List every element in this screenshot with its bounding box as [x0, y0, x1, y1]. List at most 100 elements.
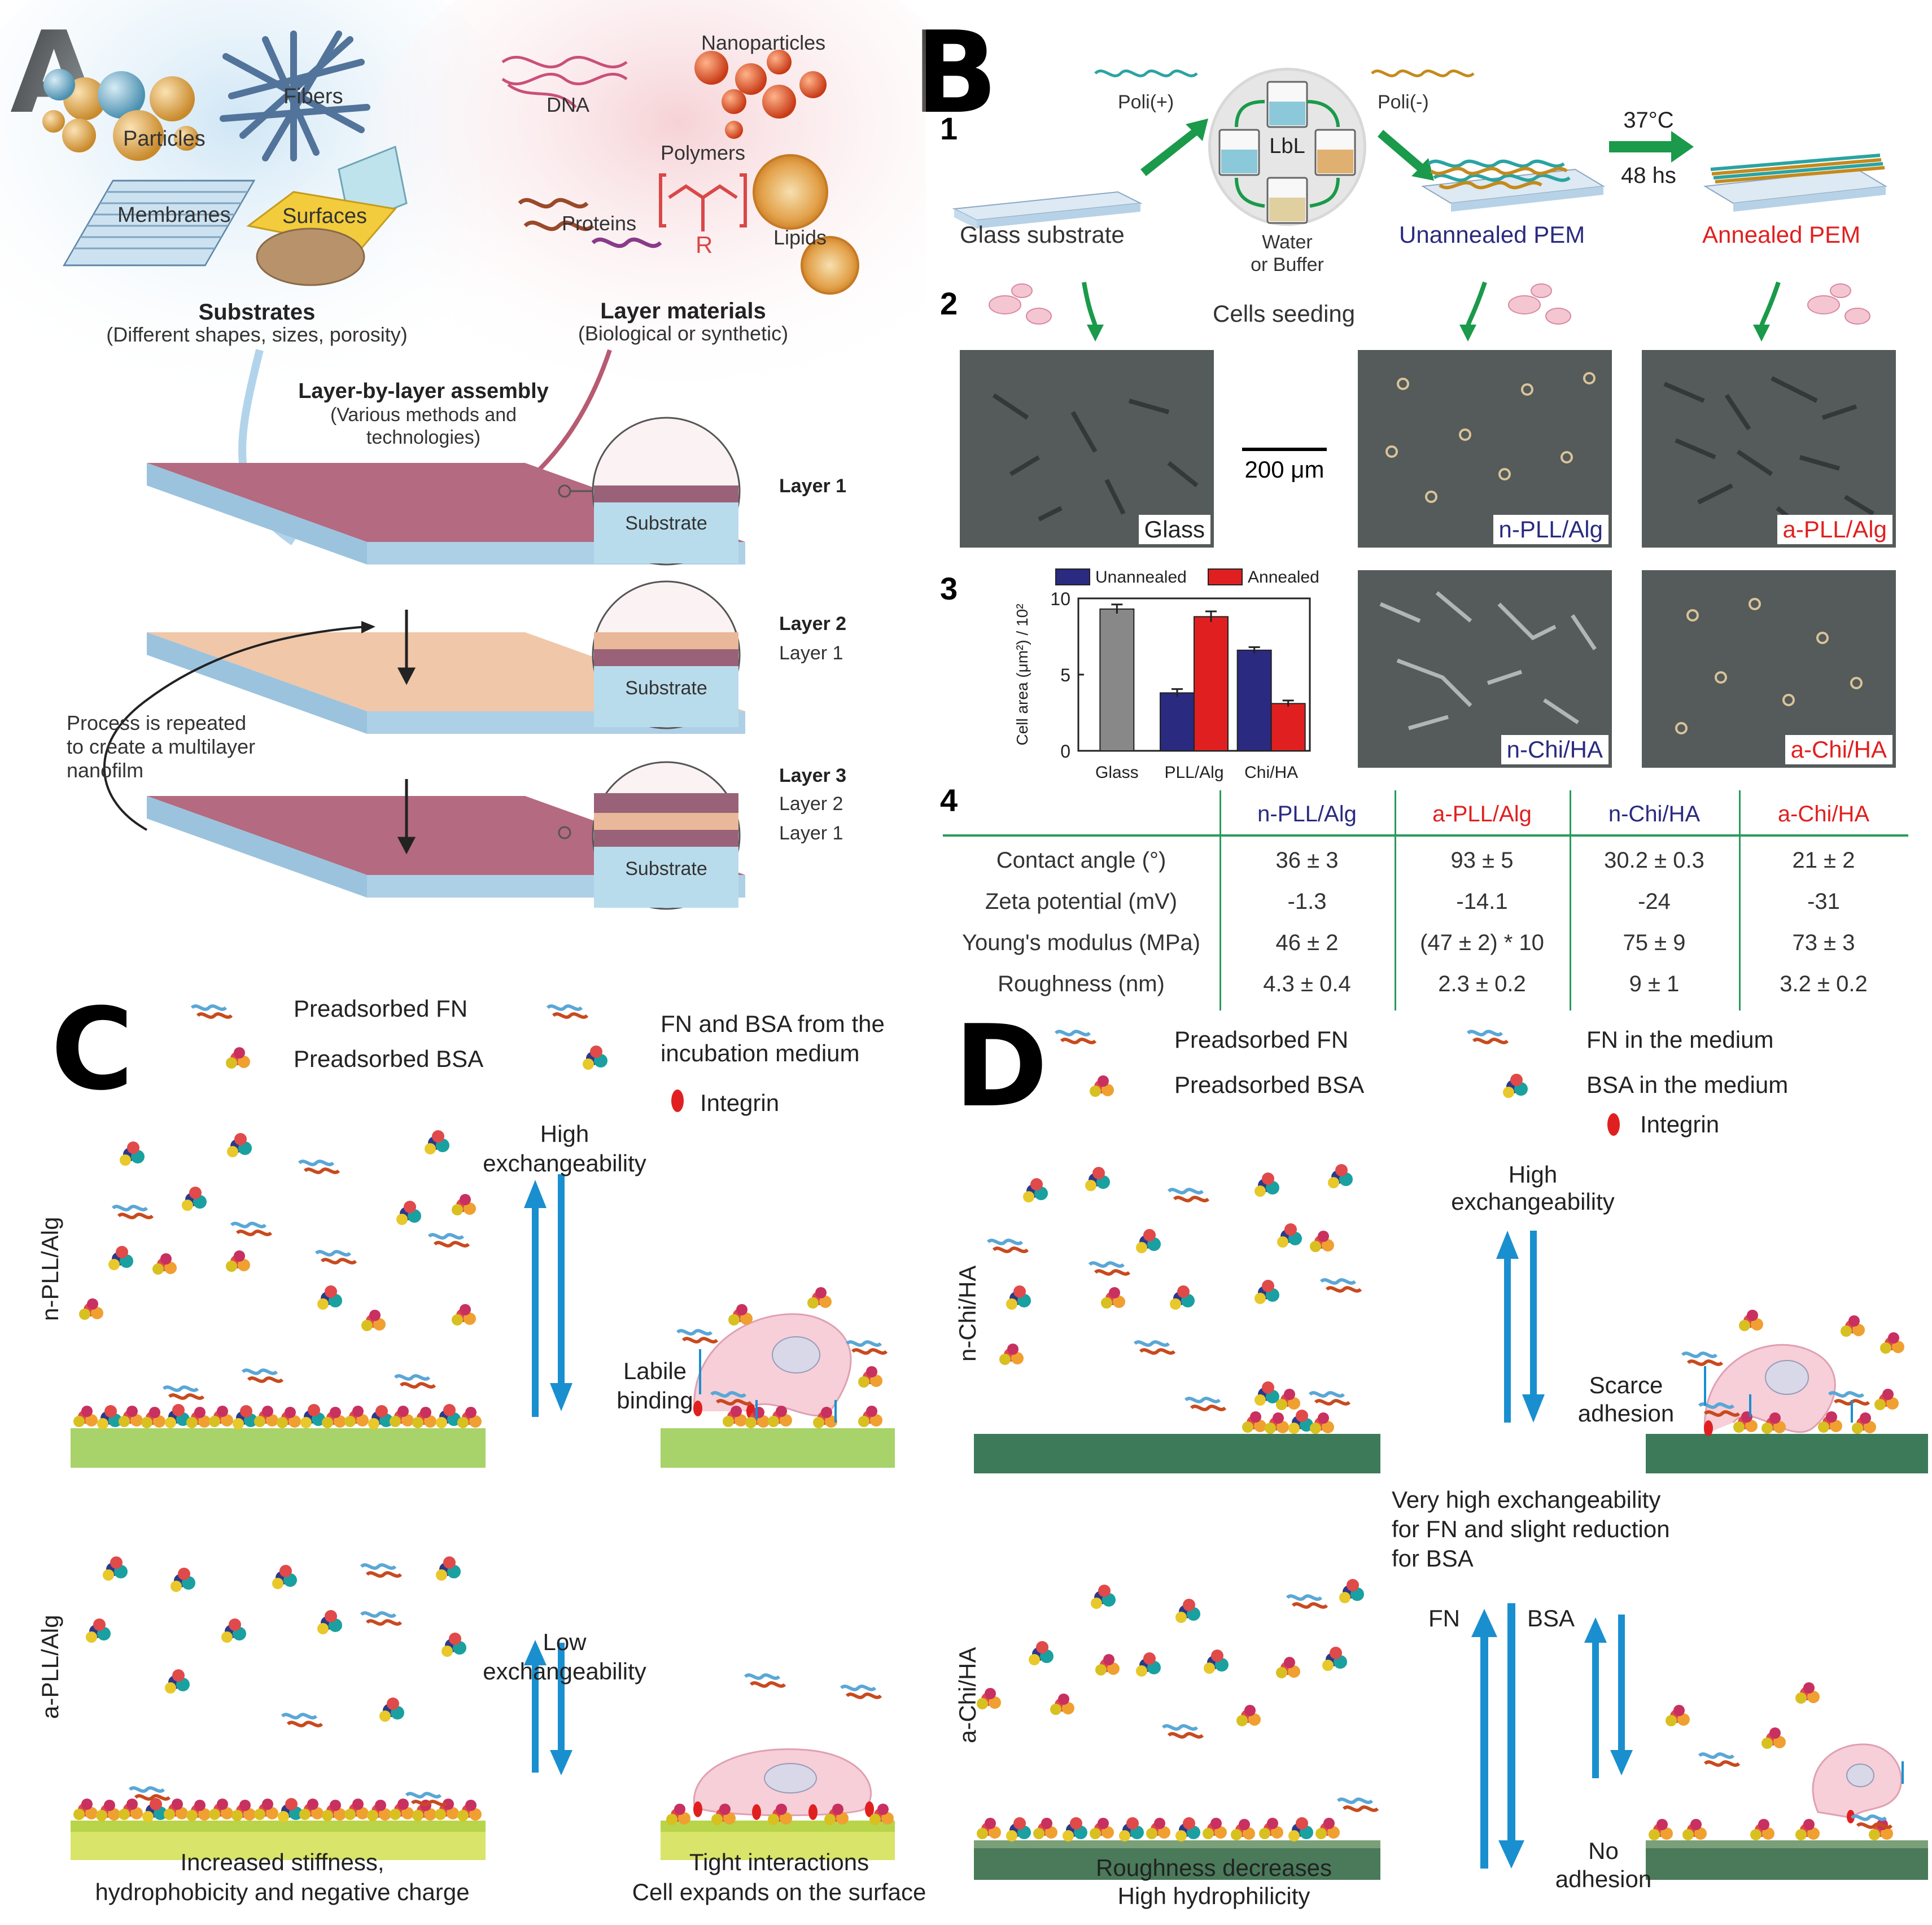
d-high-exchange-1: High — [1508, 1161, 1558, 1188]
micrograph-tag-npll: n-PLL/Alg — [1493, 515, 1608, 544]
panel-label-c: C — [51, 984, 134, 1115]
legend-swatch — [1055, 568, 1090, 585]
label-poli-positive: Poli(+) — [1118, 91, 1174, 113]
c-bottom-right-1: Tight interactions — [689, 1849, 869, 1875]
legend-d-fn-medium: FN in the medium — [1586, 1026, 1774, 1053]
c-bottom-left-1: Increased stiffness, — [180, 1849, 384, 1875]
micrograph-nchi: n-Chi/HA — [1358, 570, 1612, 768]
process-text-2: to create a multilayer — [67, 735, 256, 758]
label-water: Water — [1262, 231, 1313, 253]
bar — [1236, 649, 1272, 751]
substrate-label-1: Substrate — [625, 513, 707, 534]
table-cell: 93 ± 5 — [1450, 848, 1514, 873]
d-scarce-1: Scarce — [1589, 1372, 1663, 1398]
table-row-label: Contact angle (°) — [996, 848, 1166, 873]
label-membranes: Membranes — [117, 203, 231, 227]
layer1-label-slab3: Layer 1 — [779, 823, 843, 844]
legend-label: Unannealed — [1095, 568, 1187, 587]
row-label-apll: a-PLL/Alg — [37, 1615, 63, 1719]
chart-bars: Glass PLL/Alg Chi/HA — [1095, 603, 1306, 782]
magnifier-3 — [558, 761, 741, 910]
panel-c-illustration — [71, 982, 895, 1860]
legend-label: Annealed — [1248, 568, 1319, 587]
d-arrow-fn-label: FN — [1428, 1605, 1460, 1631]
label-lipids: Lipids — [773, 226, 827, 249]
c-labile-2: binding — [617, 1387, 693, 1414]
bar — [1160, 692, 1195, 751]
x-tick-label: PLL/Alg — [1164, 763, 1223, 782]
x-tick-label: Glass — [1095, 763, 1139, 782]
d-arrow-bsa-label: BSA — [1527, 1605, 1575, 1631]
lbl-assembly-title: Layer-by-layer assembly — [298, 379, 549, 403]
layer-materials-subtitle: (Biological or synthetic) — [578, 322, 789, 345]
scale-bar — [1242, 448, 1327, 451]
label-polymer-r: R — [696, 231, 713, 258]
d-no-adhesion-1: No — [1588, 1838, 1619, 1864]
properties-table: n-PLL/Alg a-PLL/Alg n-Chi/HA a-Chi/HA Co… — [943, 790, 1908, 1010]
c-bottom-left-2: hydrophobicity and negative charge — [95, 1879, 470, 1905]
x-tick-label: Chi/HA — [1244, 763, 1298, 782]
d-bottom-2: High hydrophilicity — [1117, 1883, 1310, 1909]
table-col-rule-3 — [1570, 790, 1571, 1010]
step-1: 1 — [940, 111, 958, 146]
legend-c-preadsorbed-fn: Preadsorbed FN — [294, 995, 468, 1022]
label-unannealed-pem: Unannealed PEM — [1399, 221, 1585, 248]
legend-swatch — [1208, 568, 1243, 585]
micrograph-apll: a-PLL/Alg — [1642, 350, 1896, 548]
process-text-1: Process is repeated — [67, 711, 247, 734]
label-annealed-pem: Annealed PEM — [1702, 221, 1861, 248]
c-high-exchange-1: High — [540, 1121, 589, 1147]
micrograph-nchi-cells — [1379, 591, 1597, 730]
panel-d-illustration — [974, 1005, 1928, 1880]
table-cell: -14.1 — [1456, 889, 1508, 914]
layer3-label-slab3: Layer 3 — [779, 765, 847, 786]
table-row-label: Zeta potential (mV) — [985, 889, 1178, 914]
micrograph-tag-achi: a-Chi/HA — [1785, 735, 1892, 764]
d-high-exchange-2: exchangeability — [1451, 1188, 1615, 1215]
layer2-label-slab2: Layer 2 — [779, 613, 847, 635]
table-col-rule-2 — [1395, 790, 1396, 1010]
table-header-nchi: n-Chi/HA — [1608, 802, 1701, 826]
table-cell: 73 ± 3 — [1792, 930, 1855, 955]
row-label-nchi: n-Chi/HA — [954, 1265, 981, 1362]
y-tick-label: 5 — [1060, 665, 1070, 685]
table-cell: 30.2 ± 0.3 — [1604, 848, 1704, 873]
d-bottom-1: Roughness decreases — [1096, 1854, 1332, 1881]
table-cell: -1.3 — [1287, 889, 1327, 914]
panel-label-b: B — [912, 7, 998, 139]
legend-c-integrin: Integrin — [700, 1090, 780, 1116]
table-cell: 46 ± 2 — [1275, 930, 1339, 955]
legend-c-medium-1: FN and BSA from the — [661, 1010, 885, 1037]
label-cells-seeding: Cells seeding — [1213, 300, 1356, 327]
micrograph-tag-glass: Glass — [1138, 515, 1210, 544]
table-row-label: Roughness (nm) — [998, 972, 1165, 996]
label-temperature: 37°C — [1623, 108, 1674, 133]
step-4: 4 — [940, 782, 958, 818]
panel-a-illustration — [0, 0, 926, 910]
label-fibers: Fibers — [283, 85, 343, 108]
table-header-npll: n-PLL/Alg — [1257, 802, 1357, 826]
table-cell: 36 ± 3 — [1275, 848, 1339, 873]
table-cell: 9 ± 1 — [1629, 972, 1680, 996]
bar — [1194, 616, 1229, 752]
c-labile-1: Labile — [623, 1358, 687, 1384]
panel-b-process-diagram — [952, 68, 1888, 342]
protein-layer-upper — [73, 1370, 482, 1429]
lbl-assembly-sub1: (Various methods and — [330, 404, 517, 426]
micrograph-glass-cells — [992, 393, 1199, 522]
micrograph-achi: a-Chi/HA — [1642, 570, 1896, 768]
micrograph-npll: n-PLL/Alg — [1358, 350, 1612, 548]
label-dna: DNA — [547, 93, 590, 116]
lbl-assembly-sub2: technologies) — [366, 427, 481, 448]
table-cell: 21 ± 2 — [1792, 848, 1855, 873]
y-axis-label: Cell area (μm²) / 10² — [1013, 603, 1031, 745]
c-low-exchange-2: exchangeability — [483, 1658, 646, 1685]
c-low-exchange-1: Low — [543, 1629, 587, 1655]
table-cell: (47 ± 2) * 10 — [1420, 930, 1544, 955]
legend-d-integrin: Integrin — [1640, 1111, 1720, 1138]
step-3: 3 — [940, 571, 958, 606]
substrate-label-2: Substrate — [625, 677, 707, 699]
chart-legend: Unannealed Annealed — [1055, 568, 1319, 587]
